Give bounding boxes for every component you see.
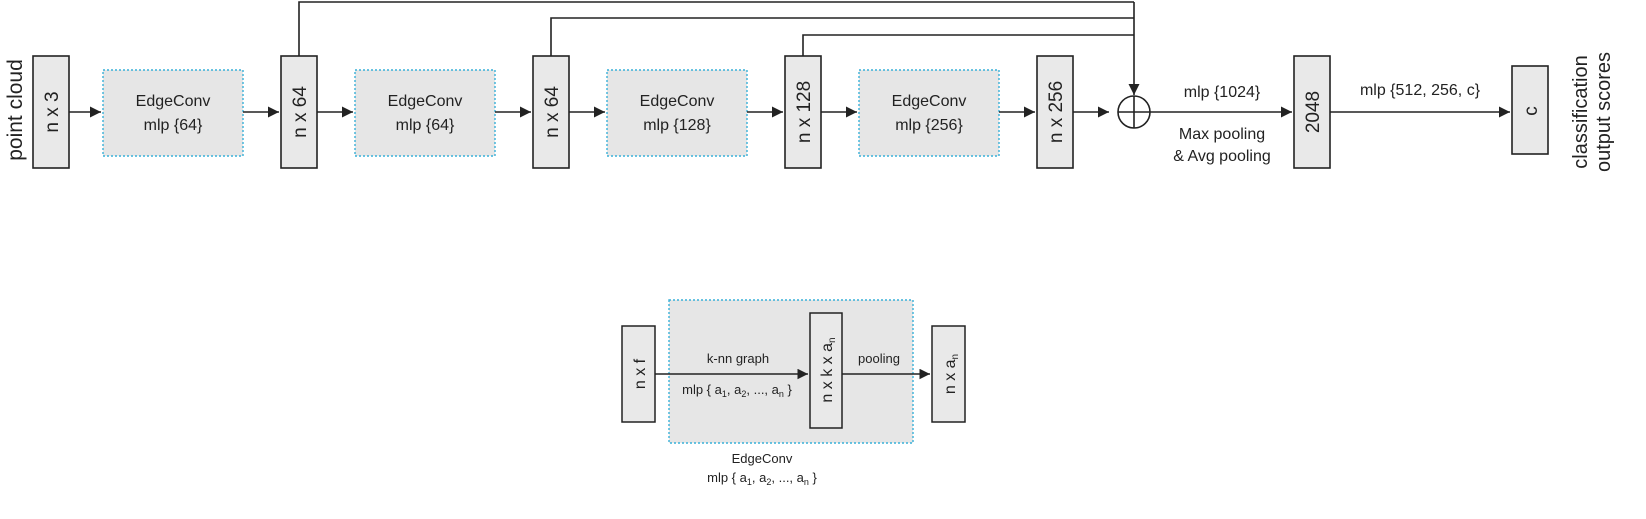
edgeconv-block-2-title: EdgeConv [388,93,463,110]
skip-connection-1 [298,1,1134,56]
inner-mlp-label: mlp { a1, a2, ..., an } [682,382,792,399]
feature-tensor-4: n x 256 [1036,55,1074,169]
feature-tensor-1-label: n x 64 [290,86,311,138]
feature-tensor-3: n x 128 [784,55,822,169]
input-tensor-label: n x 3 [42,91,63,132]
output-label-line1: classification [1570,55,1592,168]
detail-input-label: n x f [632,358,649,389]
input-label: point cloud [4,59,27,161]
global-feature-tensor: 2048 [1293,55,1331,169]
skip-connections [298,1,1140,95]
detail-output-tensor: n x an [931,325,966,423]
detail-caption-mlp: mlp { a1, a2, ..., an } [707,470,817,487]
classifier-mlp-label: mlp {512, 256, c} [1360,82,1481,99]
detail-mid-tensor: n x k x an [809,312,843,429]
skip-connection-2 [550,17,1134,56]
edgeconv-block-4-title: EdgeConv [892,93,967,110]
input-tensor: n x 3 [32,55,70,169]
feature-tensor-2: n x 64 [532,55,570,169]
edgeconv-block-2: EdgeConv mlp {64} [354,69,496,157]
pooling-label: pooling [858,351,900,366]
concat-operator [1117,95,1151,129]
edgeconv-block-1: EdgeConv mlp {64} [102,69,244,157]
edgeconv-block-3-mlp: mlp {128} [643,117,711,134]
edgeconv-detail: n x f k-nn graph mlp { a1, a2, ..., an }… [621,299,966,487]
global-feature-label: 2048 [1303,91,1324,133]
edgeconv-block-4: EdgeConv mlp {256} [858,69,1000,157]
detail-output-label: n x an [942,354,961,394]
knn-label: k-nn graph [707,351,769,366]
pool-line1-label: Max pooling [1179,126,1265,143]
edgeconv-block-3-title: EdgeConv [640,93,715,110]
edgeconv-block-4-mlp: mlp {256} [895,117,963,134]
detail-caption-title: EdgeConv [732,451,793,466]
feature-tensor-4-label: n x 256 [1046,81,1067,143]
pool-mlp-label: mlp {1024} [1184,84,1261,101]
feature-tensor-3-label: n x 128 [794,81,815,143]
output-label-line2: output scores [1593,52,1615,172]
edgeconv-detail-panel [668,299,914,444]
feature-tensor-2-label: n x 64 [542,86,563,138]
feature-tensor-1: n x 64 [280,55,318,169]
pool-line2-label: & Avg pooling [1173,148,1271,165]
top-pipeline: point cloud n x 3 EdgeConv mlp {64} n x … [4,1,1615,172]
skip-connection-3 [802,34,1134,56]
output-tensor: c [1511,65,1549,155]
detail-mid-label: n x k x an [819,337,838,402]
edgeconv-block-1-mlp: mlp {64} [144,117,203,134]
edgeconv-block-2-mlp: mlp {64} [396,117,455,134]
edgeconv-block-1-title: EdgeConv [136,93,211,110]
output-tensor-label: c [1521,106,1542,116]
detail-input-tensor: n x f [621,325,656,423]
edgeconv-block-3: EdgeConv mlp {128} [606,69,748,157]
